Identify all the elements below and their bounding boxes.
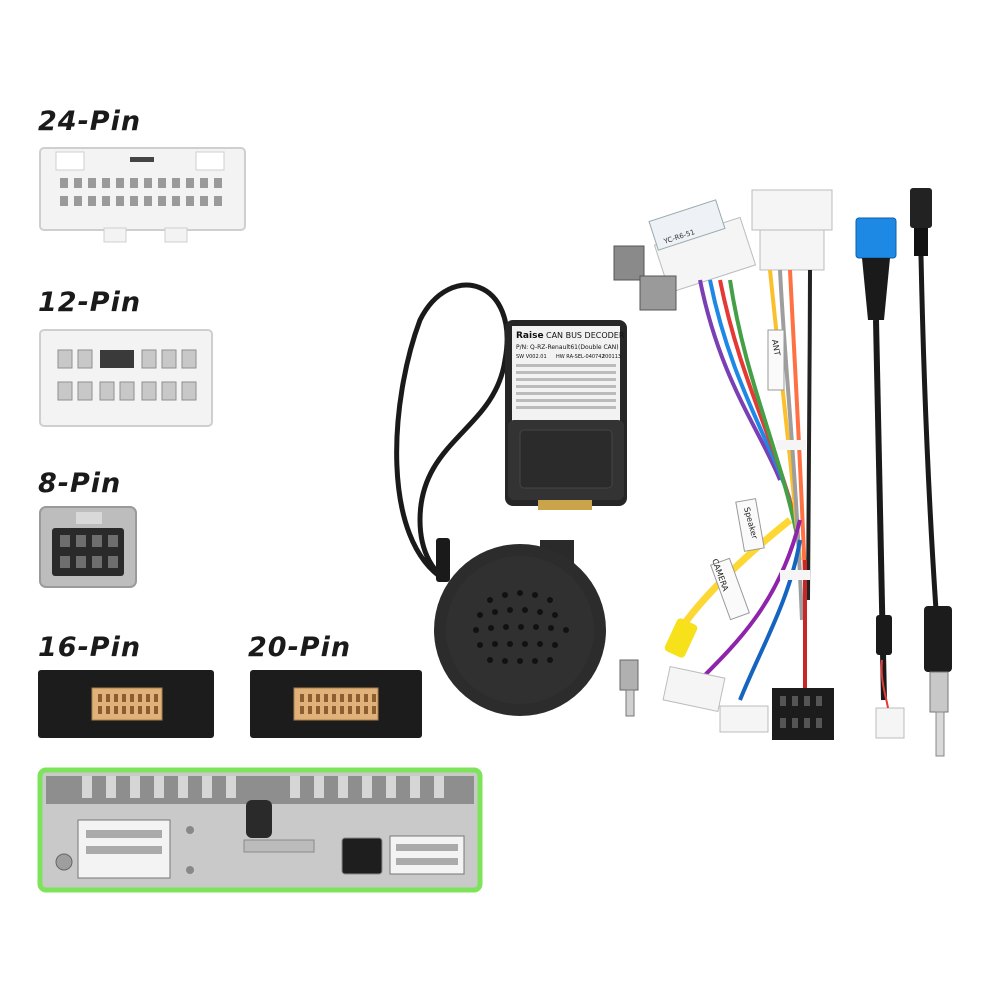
decoder-hw: HW RA-SEL-040742 bbox=[556, 354, 605, 360]
decoder-date: 200113 bbox=[602, 354, 621, 360]
label-8-pin: 8-Pin bbox=[38, 468, 122, 499]
connector-24-pin bbox=[39, 147, 246, 243]
label-16-pin: 16-Pin bbox=[38, 632, 142, 663]
can-bus-decoder: Raise CAN BUS DECODER P/N: Q-RZ-Renault6… bbox=[394, 282, 627, 583]
wiring-harness: YC-R6-51 CAMERA Sp bbox=[613, 189, 834, 740]
decoder-part: P/N: Q-RZ-Renault61(Double CAN) bbox=[516, 344, 619, 351]
decoder-title: CAN BUS DECODER bbox=[546, 331, 625, 340]
connector-12-pin bbox=[39, 329, 213, 427]
connector-8-pin bbox=[39, 506, 137, 588]
head-unit-back-panel bbox=[37, 767, 483, 893]
label-20-pin: 20-Pin bbox=[248, 632, 352, 663]
label-12-pin: 12-Pin bbox=[38, 287, 142, 318]
antenna-adapter-cable bbox=[910, 188, 952, 757]
decoder-brand: Raise bbox=[516, 331, 544, 341]
connector-20-pin bbox=[250, 670, 422, 738]
decoder-version: SW V002.01 bbox=[516, 354, 547, 360]
ant-tag-text: ANT bbox=[770, 339, 782, 357]
speaker bbox=[434, 540, 606, 716]
label-24-pin: 24-Pin bbox=[38, 106, 142, 137]
blue-connector-cable bbox=[855, 217, 905, 739]
connector-16-pin bbox=[38, 670, 214, 738]
